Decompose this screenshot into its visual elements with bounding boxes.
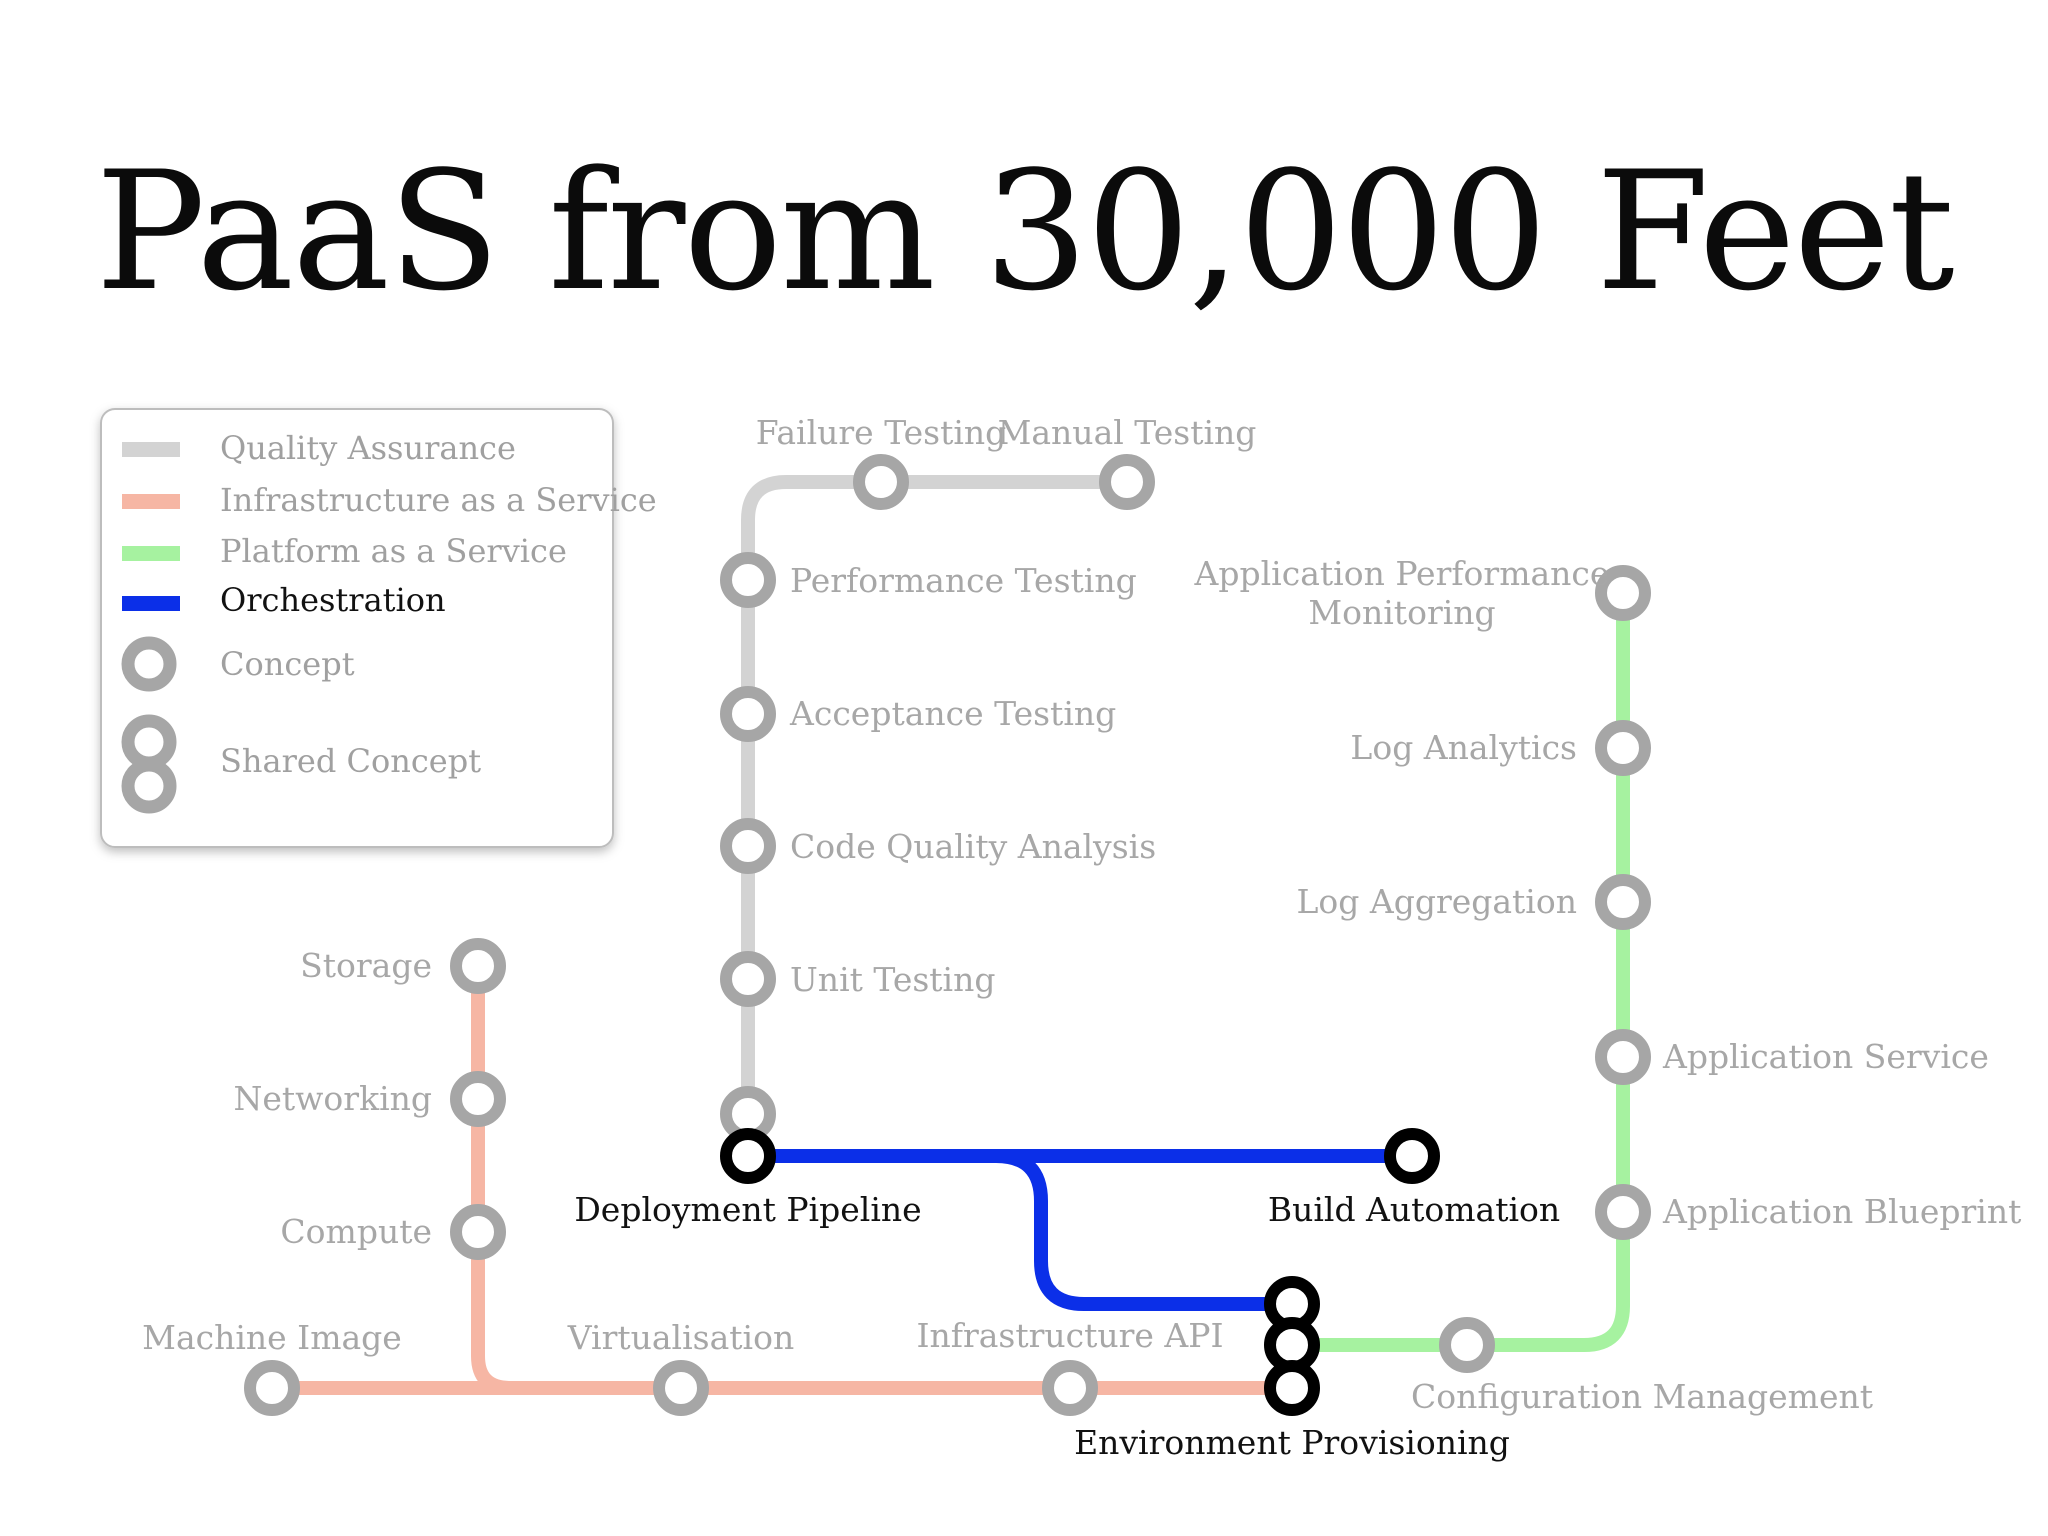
station-deployment-pipeline[interactable] bbox=[720, 1128, 776, 1184]
quality-assurance-stations: Failure Testing Manual Testing Performan… bbox=[720, 413, 1257, 1007]
legend-swatch-iaas bbox=[122, 494, 180, 509]
label-virtualisation: Virtualisation bbox=[567, 1318, 794, 1357]
label-build-automation: Build Automation bbox=[1268, 1190, 1560, 1229]
paas-line bbox=[1285, 586, 1630, 1352]
legend-swatch-paas bbox=[122, 546, 180, 561]
label-log-aggregation: Log Aggregation bbox=[1296, 882, 1577, 921]
station-infrastructure-api[interactable] bbox=[1042, 1360, 1098, 1416]
station-log-aggregation[interactable] bbox=[1595, 874, 1651, 930]
legend-label-concept: Concept bbox=[220, 645, 355, 683]
station-unit-testing[interactable] bbox=[720, 951, 776, 1007]
station-manual-testing[interactable] bbox=[1099, 454, 1155, 510]
label-infrastructure-api: Infrastructure API bbox=[916, 1316, 1223, 1355]
legend-shared-concept-icon-bottom bbox=[121, 758, 177, 814]
legend-label-shared-concept: Shared Concept bbox=[220, 742, 481, 780]
label-networking: Networking bbox=[234, 1079, 432, 1118]
station-performance-testing[interactable] bbox=[720, 552, 776, 608]
station-application-performance-monitoring[interactable] bbox=[1595, 565, 1651, 621]
station-configuration-management[interactable] bbox=[1439, 1317, 1495, 1373]
station-acceptance-testing[interactable] bbox=[720, 686, 776, 742]
station-code-quality-analysis[interactable] bbox=[720, 818, 776, 874]
label-environment-provisioning: Environment Provisioning bbox=[1074, 1423, 1510, 1462]
legend-shared-concept-icon-top bbox=[121, 714, 177, 770]
legend-box bbox=[100, 408, 614, 848]
label-storage: Storage bbox=[300, 946, 432, 985]
label-manual-testing: Manual Testing bbox=[998, 413, 1257, 452]
label-log-analytics: Log Analytics bbox=[1350, 728, 1577, 767]
route-lines bbox=[265, 475, 1630, 1395]
label-compute: Compute bbox=[280, 1212, 432, 1251]
label-deployment-pipeline: Deployment Pipeline bbox=[574, 1190, 921, 1229]
station-networking[interactable] bbox=[450, 1071, 506, 1127]
shared-stations: Deployment Pipeline Build Automation Env… bbox=[574, 1086, 1560, 1462]
label-machine-image: Machine Image bbox=[142, 1318, 402, 1357]
legend: Quality Assurance Infrastructure as a Se… bbox=[100, 408, 657, 848]
label-apm-line2: Monitoring bbox=[1308, 593, 1495, 632]
label-unit-testing: Unit Testing bbox=[790, 960, 995, 999]
paas-stations: Application Performance Monitoring Log A… bbox=[1194, 554, 2022, 1416]
iaas-stations: Storage Networking Compute Machine Image… bbox=[142, 938, 1224, 1416]
station-failure-testing[interactable] bbox=[853, 454, 909, 510]
station-build-automation[interactable] bbox=[1384, 1128, 1440, 1184]
legend-label-paas: Platform as a Service bbox=[220, 532, 567, 570]
station-virtualisation[interactable] bbox=[653, 1360, 709, 1416]
orchestration-line bbox=[741, 1149, 1419, 1311]
iaas-line bbox=[265, 959, 1299, 1395]
label-acceptance-testing: Acceptance Testing bbox=[789, 694, 1116, 733]
page-title: PaaS from 30,000 Feet bbox=[95, 136, 1954, 327]
label-code-quality-analysis: Code Quality Analysis bbox=[790, 827, 1156, 866]
legend-swatch-quality-assurance bbox=[122, 442, 180, 457]
label-apm-line1: Application Performance bbox=[1194, 554, 1610, 593]
label-failure-testing: Failure Testing bbox=[756, 413, 1007, 452]
label-application-blueprint: Application Blueprint bbox=[1662, 1192, 2021, 1231]
legend-concept-icon bbox=[121, 636, 177, 692]
label-application-service: Application Service bbox=[1662, 1037, 1989, 1076]
station-application-blueprint[interactable] bbox=[1595, 1184, 1651, 1240]
quality-assurance-line bbox=[741, 475, 1134, 1163]
station-storage[interactable] bbox=[450, 938, 506, 994]
label-configuration-management: Configuration Management bbox=[1411, 1377, 1873, 1416]
legend-label-quality-assurance: Quality Assurance bbox=[220, 429, 516, 467]
station-machine-image[interactable] bbox=[244, 1360, 300, 1416]
station-log-analytics[interactable] bbox=[1595, 720, 1651, 776]
legend-label-iaas: Infrastructure as a Service bbox=[220, 481, 657, 519]
station-application-service[interactable] bbox=[1595, 1029, 1651, 1085]
station-compute[interactable] bbox=[450, 1204, 506, 1260]
legend-swatch-orchestration bbox=[122, 596, 180, 611]
station-environment-provisioning-iaas[interactable] bbox=[1264, 1360, 1320, 1416]
legend-label-orchestration: Orchestration bbox=[220, 581, 446, 619]
label-performance-testing: Performance Testing bbox=[790, 561, 1137, 600]
